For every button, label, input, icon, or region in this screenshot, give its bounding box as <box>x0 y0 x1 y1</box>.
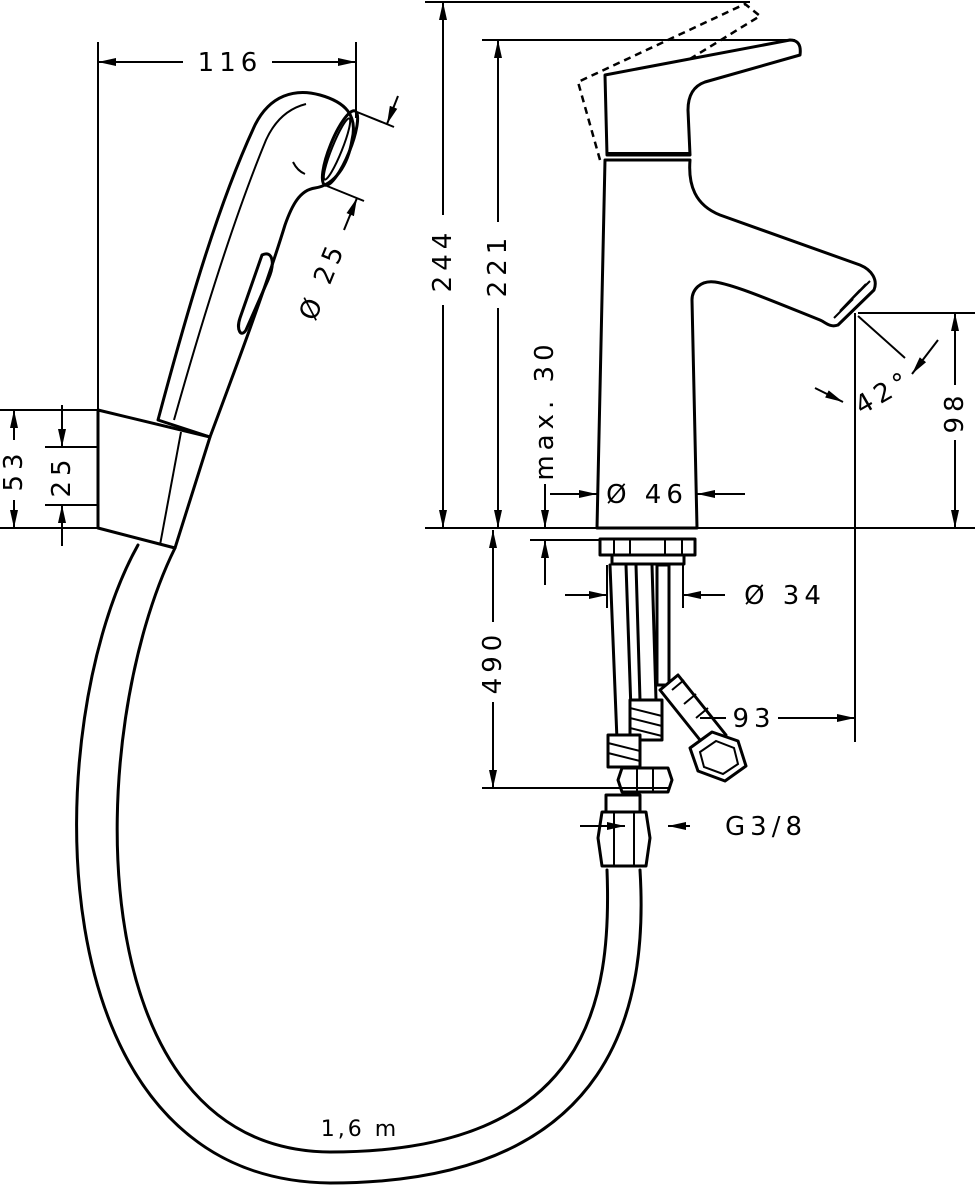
supply-pipe <box>650 563 658 702</box>
lever-raised-outline <box>576 2 763 161</box>
hand-shower <box>156 91 360 439</box>
under-counter-fittings <box>596 537 748 868</box>
dimension-line <box>814 387 844 403</box>
dimension-max-30: max. 30 <box>530 339 600 585</box>
dimension-label: 221 <box>483 233 513 298</box>
dimension-label: 93 <box>732 704 775 734</box>
dimension-shank-diameter: Ø 34 <box>565 565 826 611</box>
holder-edge <box>159 431 182 546</box>
aerator <box>833 280 871 319</box>
extension-line <box>857 315 906 359</box>
hose-length-label: 1,6 m <box>321 1117 399 1142</box>
dimension-label: 53 <box>0 448 29 491</box>
hand-shower-contour <box>173 103 307 421</box>
thumb-trigger <box>237 252 274 335</box>
spray-face-inner <box>322 117 352 181</box>
basin-mixer <box>576 2 877 530</box>
dimension-490: 490 <box>478 530 670 789</box>
dimension-label: max. 30 <box>530 339 560 480</box>
dimension-label: 25 <box>47 454 77 497</box>
shower-hose: 1,6 m <box>75 543 643 1185</box>
dimension-53: 53 <box>0 409 98 529</box>
hex-nut-inner <box>698 739 740 776</box>
hose-outer-line <box>75 543 643 1185</box>
supply-pipe <box>634 563 642 702</box>
extension-line <box>356 111 395 128</box>
threaded-shank <box>610 553 686 566</box>
dimension-116: 116 <box>97 42 357 410</box>
dimension-thread: G3/8 <box>580 812 807 842</box>
dimension-label: 42° <box>850 365 918 422</box>
extension-line <box>326 185 365 202</box>
lever-handle <box>603 38 802 157</box>
hose-inner-line <box>115 546 610 1154</box>
dimension-label: Ø 34 <box>744 581 826 611</box>
dimension-line <box>343 197 358 231</box>
hose-connection-nut <box>596 810 652 868</box>
dimension-label: G3/8 <box>725 812 807 842</box>
dimension-line <box>911 339 939 375</box>
dimension-label: 490 <box>478 630 508 695</box>
angled-hose <box>658 673 728 752</box>
dimension-244: 244 <box>425 1 750 528</box>
hose-ferrule <box>604 793 642 815</box>
dimension-spray-angle: 42° <box>814 315 939 422</box>
hex-nut <box>616 766 674 794</box>
dimension-93: 93 <box>700 704 855 734</box>
dimension-body-diameter: Ø 46 <box>550 480 745 510</box>
hand-shower-detail <box>292 161 306 175</box>
spray-face <box>320 109 360 187</box>
braided-sleeve <box>606 733 642 769</box>
mixer-body <box>595 158 877 530</box>
dimension-line <box>386 95 399 125</box>
dimension-label: 244 <box>428 228 458 293</box>
dimension-label: 98 <box>940 390 970 433</box>
threaded-rod <box>655 563 671 687</box>
dimension-label: Ø 46 <box>606 480 688 510</box>
dimension-98: 98 <box>858 312 975 528</box>
dimension-holder-25: 25 <box>45 405 98 546</box>
dimension-label: Ø 25 <box>294 237 352 324</box>
supply-pipe <box>608 563 619 742</box>
dimension-221: 221 <box>482 39 795 528</box>
dimension-label: 116 <box>198 48 263 78</box>
